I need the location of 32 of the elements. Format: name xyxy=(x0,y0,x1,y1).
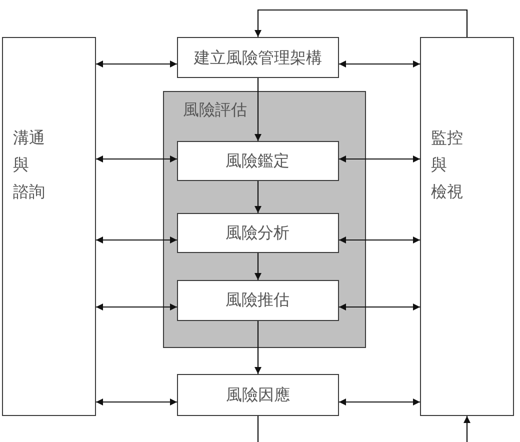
double-arrow xyxy=(339,236,420,244)
arrow xyxy=(254,181,262,213)
tall-process-box xyxy=(2,37,96,416)
node-label: 建立風險管理架構 xyxy=(194,48,322,68)
arrow xyxy=(464,416,470,442)
process-box xyxy=(177,37,339,78)
double-arrow xyxy=(96,156,177,162)
double-arrow xyxy=(96,60,177,68)
arrow xyxy=(254,321,262,374)
group-panel xyxy=(163,91,366,348)
double-arrow xyxy=(339,304,420,310)
arrow xyxy=(254,253,262,280)
process-box xyxy=(176,280,338,320)
node-label: 風險推估 xyxy=(226,290,290,310)
group-label: 風險評估 xyxy=(183,100,247,120)
node-label: 風險鑑定 xyxy=(226,150,290,170)
node-label: 監控與檢視 xyxy=(431,127,463,203)
double-arrow xyxy=(339,398,420,406)
arrow xyxy=(254,78,262,141)
process-box xyxy=(176,140,338,180)
double-arrow xyxy=(339,156,420,162)
tall-process-box xyxy=(420,37,514,416)
process-box xyxy=(177,374,339,416)
connector-line xyxy=(257,416,259,442)
process-box xyxy=(176,212,338,252)
node-label: 溝通與諮詢 xyxy=(13,127,45,203)
node-label: 風險因應 xyxy=(226,385,290,405)
double-arrow xyxy=(96,398,177,406)
node-label: 風險分析 xyxy=(226,222,290,242)
double-arrow xyxy=(339,60,420,68)
double-arrow xyxy=(96,304,177,310)
double-arrow xyxy=(96,236,177,244)
